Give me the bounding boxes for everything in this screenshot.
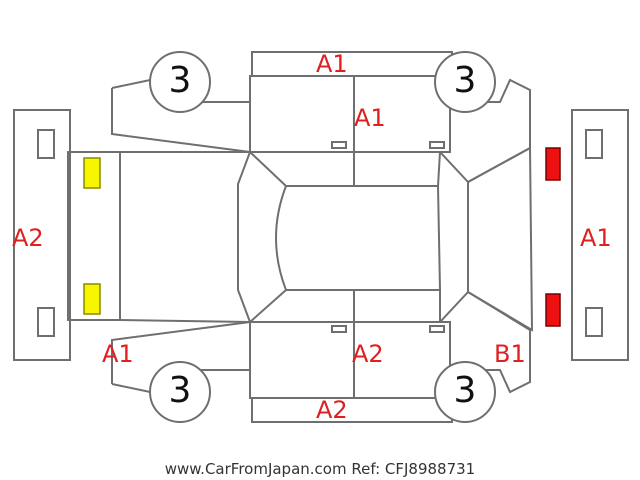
rear-bumper-bottom-slot xyxy=(585,307,603,337)
source-reference-caption: www.CarFromJapan.com Ref: CFJ8988731 xyxy=(164,460,476,478)
windshield-bottom-edge xyxy=(249,289,287,323)
damage-code-bottom-door: A2 xyxy=(352,340,384,368)
wheel-bottom-left-rating: 3 xyxy=(168,370,192,411)
top-sill-panel xyxy=(251,51,453,77)
top-door-panel xyxy=(249,75,451,153)
front-bumper-bottom-slot xyxy=(37,307,55,337)
wheel-bottom-right xyxy=(434,361,496,423)
damage-code-front-bumper: A2 xyxy=(12,224,44,252)
bottom-front-door-handle xyxy=(331,325,347,333)
bottom-rear-door-handle xyxy=(429,325,445,333)
front-lamp-bottom xyxy=(83,283,101,315)
rear-window-top-edge xyxy=(437,151,441,187)
bottom-rear-fender-outline xyxy=(450,291,531,394)
damage-code-top-edge: A1 xyxy=(316,50,348,78)
damage-code-bottom-edge: A2 xyxy=(316,396,348,424)
rear-bumper-top-slot xyxy=(585,129,603,159)
rear-lamp-bottom xyxy=(545,293,561,327)
top-rear-door-handle xyxy=(429,141,445,149)
wheel-top-left-rating: 3 xyxy=(168,60,192,101)
front-bumper-panel xyxy=(13,109,71,361)
top-front-door-handle xyxy=(331,141,347,149)
bottom-door-panel xyxy=(249,321,451,399)
top-front-fender-lower xyxy=(111,88,251,153)
rear-hatch-outline xyxy=(467,146,534,332)
wheel-top-right xyxy=(434,51,496,113)
rear-lamp-top xyxy=(545,147,561,181)
front-grille-outline xyxy=(67,151,121,321)
wheel-top-right-rating: 3 xyxy=(453,60,477,101)
damage-code-bottom-right-fender: B1 xyxy=(494,340,526,368)
roof-panel xyxy=(275,185,442,291)
windshield-top-edge xyxy=(249,151,287,187)
rear-bumper-panel xyxy=(571,109,629,361)
front-bumper-top-slot xyxy=(37,129,55,159)
bottom-front-fender-upper xyxy=(111,321,251,384)
bottom-sill-panel xyxy=(251,397,453,423)
front-lamp-top xyxy=(83,157,101,189)
wheel-bottom-right-rating: 3 xyxy=(453,370,477,411)
damage-code-top-door: A1 xyxy=(354,104,386,132)
wheel-top-left xyxy=(149,51,211,113)
wheel-bottom-left xyxy=(149,361,211,423)
hood-bottom-line xyxy=(119,319,251,323)
damage-code-bottom-left-fender: A1 xyxy=(102,340,134,368)
damage-code-rear-bumper: A1 xyxy=(580,224,612,252)
top-rear-fender-outline xyxy=(450,78,531,183)
